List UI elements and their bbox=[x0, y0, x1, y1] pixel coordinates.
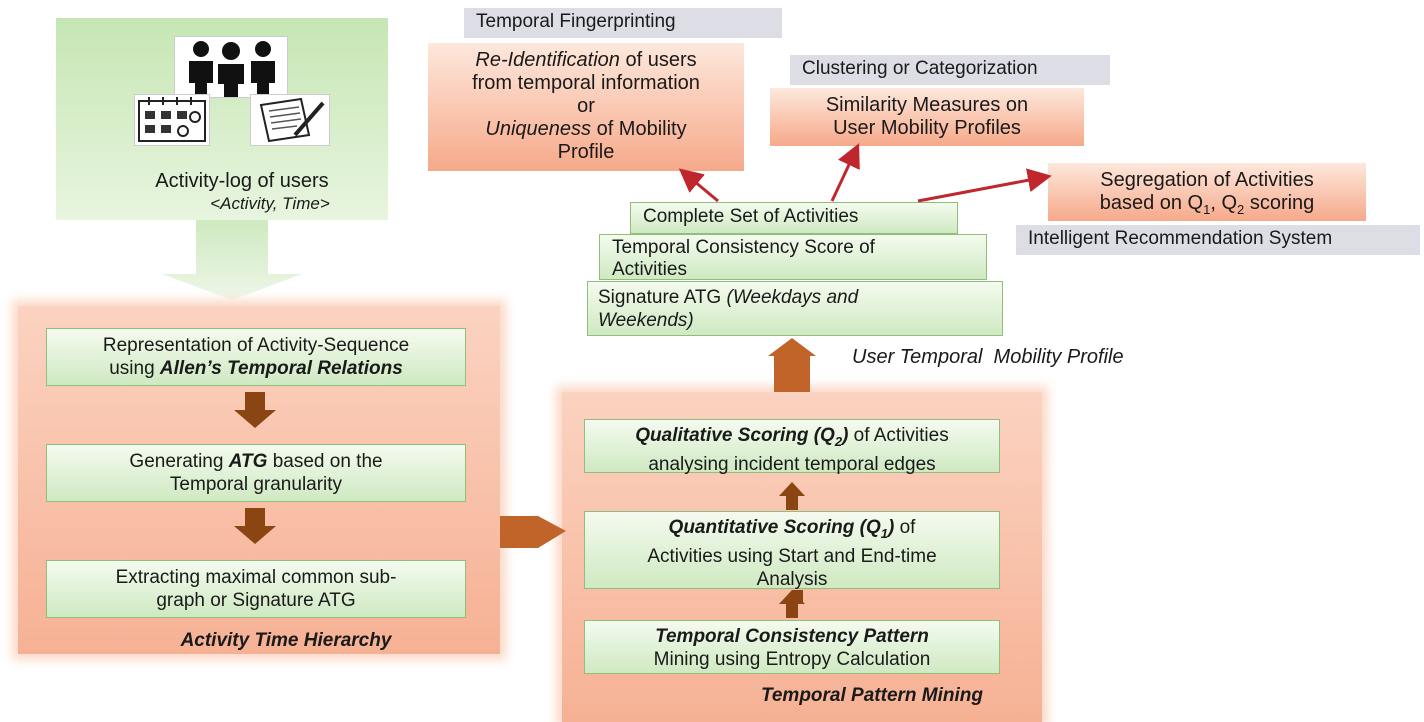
consistency-pattern-box: Temporal Consistency Pattern Mining usin… bbox=[584, 620, 1000, 674]
temporal-pattern-mining-caption: Temporal Pattern Mining bbox=[760, 685, 984, 706]
reid-line4: Uniqueness of Mobility bbox=[485, 118, 687, 140]
quantitative-scoring-box: Quantitative Scoring (Q1) of Activities … bbox=[584, 511, 1000, 590]
atg-box-line2: Temporal granularity bbox=[169, 474, 343, 495]
similarity-measures-box: Similarity Measures on User Mobility Pro… bbox=[770, 88, 1084, 146]
segregation-line2: based on Q1, Q2 scoring bbox=[1099, 192, 1315, 217]
signature-line1: Signature ATG (Weekdays and bbox=[598, 287, 859, 308]
reid-line2: from temporal information bbox=[472, 72, 700, 94]
signature-line2: Weekends) bbox=[598, 310, 694, 331]
funnel-arrow bbox=[162, 220, 302, 300]
reid-line3: or bbox=[577, 95, 595, 117]
document-pen-icon bbox=[250, 94, 330, 146]
stack-layer-complete-set: Complete Set of Activities bbox=[630, 202, 958, 234]
reidentification-box: Re-Identification of users from temporal… bbox=[428, 43, 744, 171]
allen-box-line2: using Allen’s Temporal Relations bbox=[109, 358, 403, 379]
calendar-checklist-icon bbox=[134, 94, 210, 146]
extract-box-line1: Extracting maximal common sub- bbox=[115, 567, 397, 588]
activity-log-title: Activity-log of users bbox=[155, 170, 329, 192]
allen-relations-box: Representation of Activity-Sequence usin… bbox=[46, 328, 466, 386]
quantitative-line1: Quantitative Scoring (Q1) of bbox=[668, 517, 916, 541]
qualitative-line1: Qualitative Scoring (Q2) of Activities bbox=[635, 425, 949, 449]
generating-atg-box: Generating ATG based on the Temporal gra… bbox=[46, 444, 466, 502]
allen-box-line1: Representation of Activity-Sequence bbox=[102, 335, 410, 356]
temporal-fingerprinting-tag: Temporal Fingerprinting bbox=[464, 8, 782, 38]
activity-log-subtitle: <Activity, Time> bbox=[210, 194, 330, 213]
consistency-score-line1: Temporal Consistency Score of bbox=[612, 237, 875, 258]
atg-box-line1: Generating ATG based on the bbox=[129, 451, 383, 472]
users-group-icon bbox=[174, 36, 288, 98]
quantitative-line3: Analysis bbox=[756, 568, 828, 590]
consistency-score-line2: Activities bbox=[612, 259, 687, 280]
signature-atg-extract-box: Extracting maximal common sub- graph or … bbox=[46, 560, 466, 618]
extract-box-line2: graph or Signature ATG bbox=[156, 590, 356, 611]
reid-line1: Re-Identification of users bbox=[475, 49, 697, 71]
consistency-line1: Temporal Consistency Pattern bbox=[655, 626, 929, 647]
similarity-line2: User Mobility Profiles bbox=[833, 117, 1021, 139]
recommendation-tag: Intelligent Recommendation System bbox=[1016, 225, 1420, 255]
segregation-box: Segregation of Activities based on Q1, Q… bbox=[1048, 163, 1366, 221]
stack-layer-signature-atg: Signature ATG (Weekdays and Weekends) bbox=[587, 281, 1003, 336]
similarity-line1: Similarity Measures on bbox=[825, 94, 1029, 116]
qualitative-line2: analysing incident temporal edges bbox=[648, 453, 936, 475]
reid-line5: Profile bbox=[557, 141, 615, 163]
complete-set-label: Complete Set of Activities bbox=[643, 206, 859, 227]
user-mobility-profile-caption: User Temporal Mobility Profile bbox=[852, 346, 1124, 368]
consistency-line2: Mining using Entropy Calculation bbox=[653, 649, 931, 670]
clustering-tag: Clustering or Categorization bbox=[790, 55, 1110, 85]
qualitative-scoring-box: Qualitative Scoring (Q2) of Activities a… bbox=[584, 419, 1000, 475]
segregation-line1: Segregation of Activities bbox=[1100, 169, 1314, 191]
activity-time-hierarchy-caption: Activity Time Hierarchy bbox=[180, 630, 392, 651]
quantitative-line2: Activities using Start and End-time bbox=[647, 545, 937, 567]
stack-layer-consistency-score: Temporal Consistency Score of Activities bbox=[599, 234, 987, 280]
